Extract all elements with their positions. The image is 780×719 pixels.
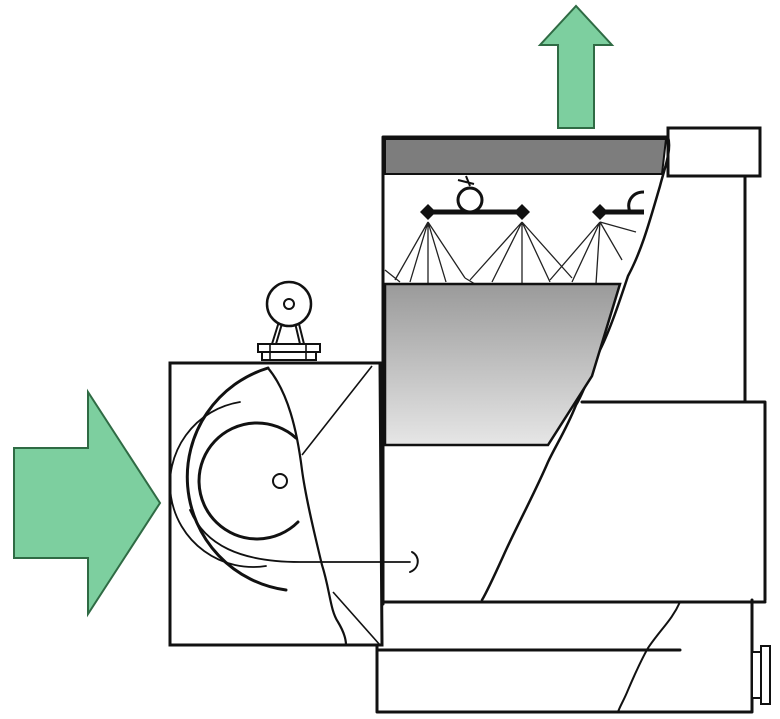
spray-header — [420, 175, 645, 220]
motor-belt — [271, 309, 305, 345]
internal-airflow-arrowhead — [409, 551, 419, 573]
fan-volute-inner — [169, 401, 267, 568]
motor-icon — [257, 280, 321, 361]
housing-crease-2 — [332, 591, 381, 646]
water-basin — [375, 598, 771, 714]
fan-wheel — [197, 421, 300, 541]
drain-fitting — [751, 651, 762, 699]
arrow-right-icon — [13, 388, 162, 618]
motor-pulley-hub — [283, 298, 295, 310]
motor-base-lower — [261, 351, 317, 361]
tower-lower-box — [580, 400, 767, 602]
fan-housing-cutaway-edge — [266, 366, 348, 647]
fan-housing — [168, 361, 384, 647]
centrifugal-fan — [169, 366, 419, 592]
internal-airflow-line — [189, 509, 411, 563]
fan-housing-outline — [168, 361, 384, 647]
housing-crease-1 — [301, 365, 373, 456]
tower-top-cap — [666, 126, 762, 178]
basin-cutaway-edge — [617, 601, 681, 713]
motor-base — [257, 343, 321, 353]
basin-outline — [375, 598, 754, 714]
fan-shaft-icon — [272, 473, 288, 489]
drift-eliminator — [384, 138, 668, 175]
water-spray-pattern — [384, 221, 637, 285]
spray-nozzle-icon — [420, 175, 530, 220]
fan-volute — [185, 366, 288, 592]
tower-casing-left — [381, 135, 670, 606]
fill-media — [383, 282, 622, 447]
arrow-up-icon — [537, 4, 615, 129]
spray-nozzle-icon — [592, 190, 645, 220]
